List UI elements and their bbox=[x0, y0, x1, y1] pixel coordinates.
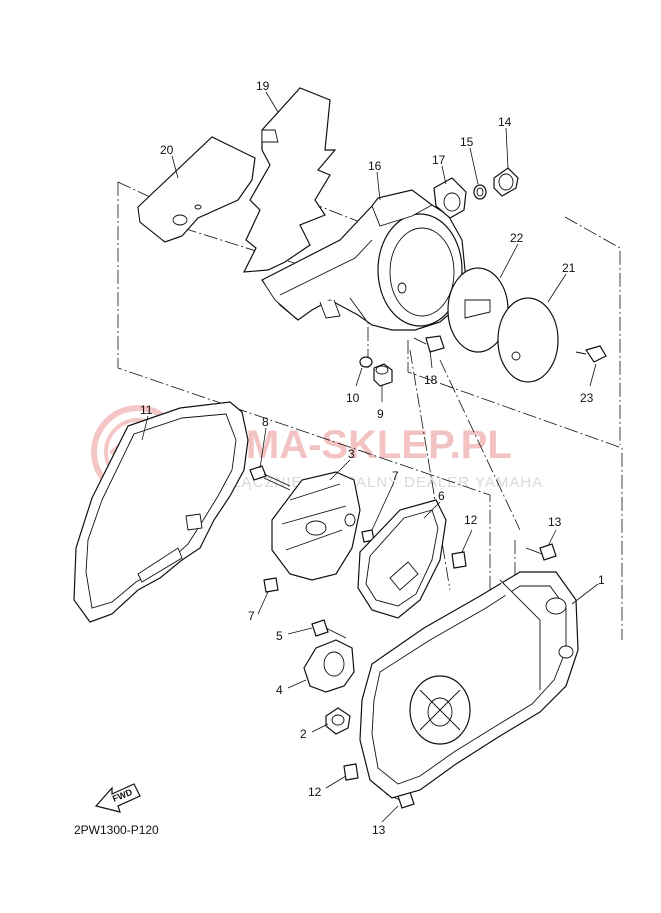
part-16-duct-housing bbox=[261, 189, 467, 331]
callout-2: 2 bbox=[300, 727, 307, 741]
callout-8: 8 bbox=[262, 415, 269, 429]
part-13-bolt-upper bbox=[525, 543, 557, 561]
part-22-slotted-disc bbox=[447, 267, 509, 353]
part-12-dowel-lower bbox=[343, 763, 359, 781]
callout-3: 3 bbox=[348, 447, 355, 461]
part-7-dowel-lower bbox=[263, 577, 279, 593]
part-6-cover-gasket bbox=[357, 499, 447, 619]
callout-14: 14 bbox=[498, 115, 512, 129]
callout-numbers: 19 20 16 17 15 14 22 21 18 23 10 9 11 8 … bbox=[140, 79, 605, 837]
callout-9: 9 bbox=[377, 407, 384, 421]
part-4-plate bbox=[303, 639, 355, 693]
callout-15: 15 bbox=[460, 135, 474, 149]
callout-12-lower: 12 bbox=[308, 785, 322, 799]
callout-18: 18 bbox=[424, 373, 438, 387]
callout-12-upper: 12 bbox=[464, 513, 478, 527]
callout-19: 19 bbox=[256, 79, 270, 93]
callout-13-lower: 13 bbox=[372, 823, 386, 837]
part-23-screw bbox=[575, 345, 607, 363]
callout-1: 1 bbox=[598, 573, 605, 587]
part-8-bolt bbox=[249, 465, 291, 491]
callout-10: 10 bbox=[346, 391, 360, 405]
part-21-cover-disc bbox=[497, 297, 559, 383]
part-20-plate bbox=[137, 136, 256, 243]
part-14-plug bbox=[493, 167, 519, 197]
callout-20: 20 bbox=[160, 143, 174, 157]
callout-21: 21 bbox=[562, 261, 576, 275]
watermark-subtitle: WYŁĄCZNIE OFICJALNY DEALER YAMAHA bbox=[206, 474, 543, 491]
callout-16: 16 bbox=[368, 159, 382, 173]
callout-17: 17 bbox=[432, 153, 446, 167]
callout-7-lower: 7 bbox=[248, 609, 255, 623]
part-11-gasket bbox=[73, 401, 249, 623]
part-3-housing bbox=[271, 471, 361, 581]
part-10-o-ring bbox=[359, 356, 373, 368]
callout-13-upper: 13 bbox=[548, 515, 562, 529]
part-5-screw bbox=[311, 619, 347, 639]
callout-5: 5 bbox=[276, 629, 283, 643]
part-18-screw bbox=[413, 335, 445, 353]
forward-arrow: FWD bbox=[94, 783, 141, 813]
part-19-fan-plate bbox=[242, 87, 337, 273]
callout-7-upper: 7 bbox=[392, 469, 399, 483]
diagram-code: 2PW1300-P120 bbox=[74, 823, 159, 837]
callout-6: 6 bbox=[438, 489, 445, 503]
part-2-plug bbox=[325, 707, 351, 735]
part-15-o-ring bbox=[473, 184, 487, 200]
callout-4: 4 bbox=[276, 683, 283, 697]
part-17-bracket bbox=[433, 177, 467, 219]
leader-lines bbox=[141, 91, 599, 823]
callout-11: 11 bbox=[140, 403, 153, 417]
part-9-collar bbox=[373, 363, 393, 387]
part-12-dowel-upper bbox=[451, 551, 467, 569]
callout-22: 22 bbox=[510, 231, 524, 245]
part-1-crankcase-cover bbox=[359, 571, 579, 799]
callout-23: 23 bbox=[580, 391, 594, 405]
